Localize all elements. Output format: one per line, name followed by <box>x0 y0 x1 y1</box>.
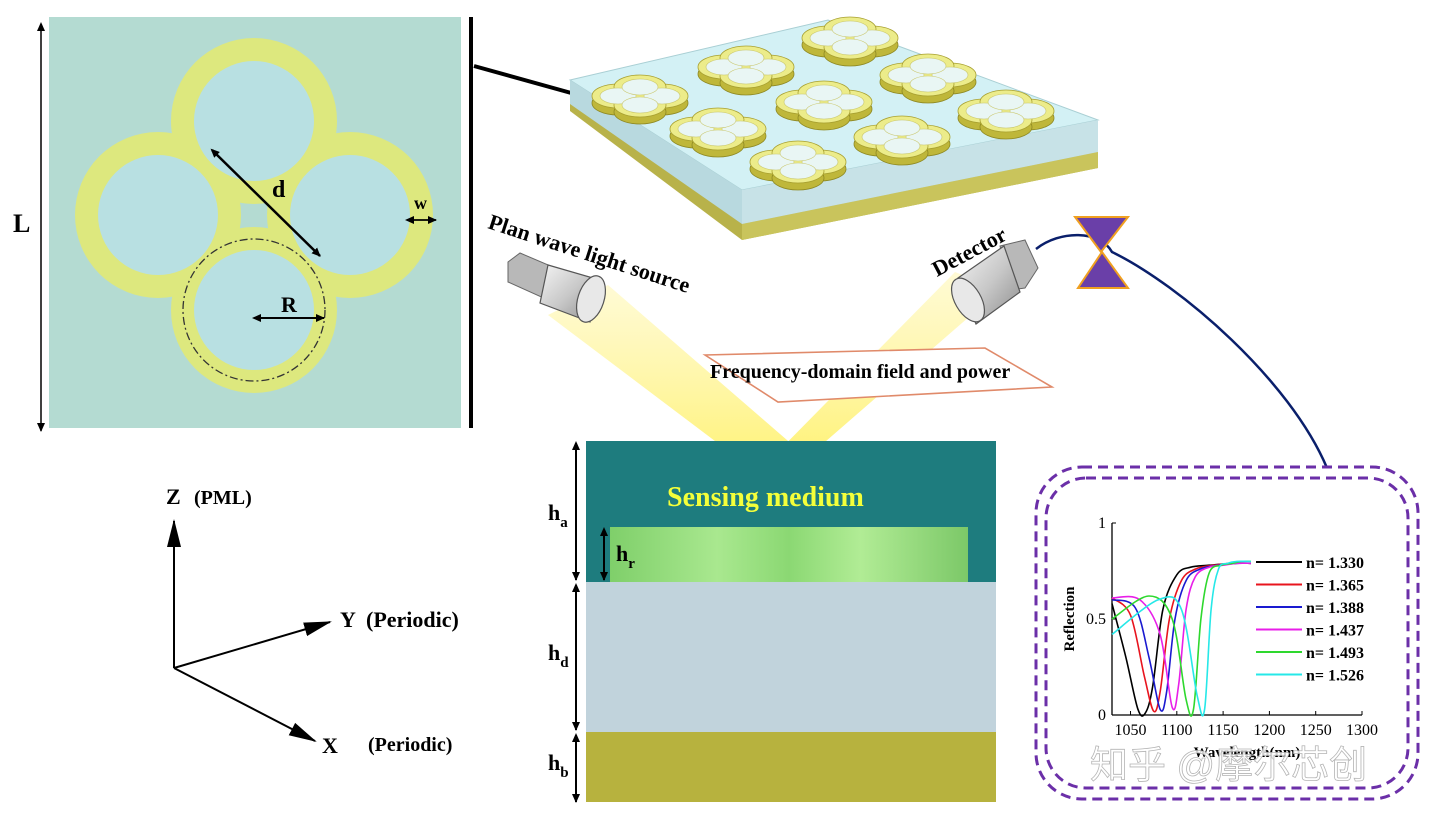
reflection-chart: 1050 1100 1150 1200 1250 1300 0 0.5 1ReflectionW… <box>1062 515 1378 761</box>
monitor-plane <box>702 347 1055 403</box>
y-axis <box>173 621 332 669</box>
array-unit <box>775 80 873 131</box>
series-line <box>1111 560 1251 717</box>
z-axis-label: Z <box>166 484 181 509</box>
label-ha: ha <box>548 500 568 531</box>
z-boundary-label: (PML) <box>194 487 252 509</box>
x-axis-label: X <box>322 733 338 758</box>
chart-xlabel: Wavelength(nm) <box>1194 745 1301 761</box>
radius-dashed-circle <box>182 238 326 382</box>
array-unit <box>801 16 899 67</box>
unit-cell-panel: L d w R <box>13 17 461 432</box>
cable-connector <box>1073 216 1131 289</box>
legend-label: n= 1.330 <box>1306 555 1364 572</box>
y-axis-label: Y <box>340 607 356 632</box>
layer-stack: Sensing medium ha hr hd hb <box>548 441 996 803</box>
x-tick-label: 1300 <box>1346 722 1378 739</box>
x-tick-label: 1250 <box>1300 722 1332 739</box>
x-axis <box>173 667 317 742</box>
light-source <box>507 252 607 323</box>
reflection-chart-panel: 1050 1100 1150 1200 1250 1300 0 0.5 1ReflectionW… <box>1034 465 1420 801</box>
y-tick-label: 0 <box>1098 707 1106 724</box>
array-unit <box>853 115 951 166</box>
array-unit <box>669 107 767 158</box>
label-L: L <box>13 209 30 238</box>
array-units <box>591 16 1055 191</box>
metasurface-array <box>568 16 1100 240</box>
array-unit <box>697 45 795 96</box>
legend-label: n= 1.388 <box>1306 600 1364 617</box>
resonator-layer <box>610 527 968 582</box>
incident-beam <box>548 285 810 475</box>
watermark: 知乎 @摩尔芯创 <box>1090 745 1367 787</box>
label-hb: hb <box>548 750 569 781</box>
dielectric-layer <box>586 582 996 732</box>
legend-label: n= 1.437 <box>1306 623 1364 640</box>
coordinate-axes: Z (PML) Y (Periodic) X (Periodic) <box>166 484 459 758</box>
monitor-label: Frequency-domain field and power <box>710 361 1010 383</box>
series-line <box>1111 560 1251 717</box>
array-unit <box>749 140 847 191</box>
x-tick-label: 1200 <box>1253 722 1285 739</box>
array-unit <box>879 53 977 104</box>
array-unit <box>957 89 1055 140</box>
y-boundary-label: (Periodic) <box>366 607 459 632</box>
y-tick-label: 0.5 <box>1086 611 1106 628</box>
x-tick-label: 1150 <box>1207 722 1238 739</box>
chart-ylabel: Reflection <box>1062 586 1078 652</box>
chart-frame-outer <box>1034 465 1420 801</box>
legend-label: n= 1.526 <box>1306 668 1364 685</box>
source-lens <box>575 275 607 323</box>
x-tick-label: 1100 <box>1161 722 1192 739</box>
label-d: d <box>272 177 286 203</box>
detector-cable <box>1035 233 1329 469</box>
base-layer <box>586 732 996 802</box>
diameter-arrow <box>210 148 321 257</box>
label-hr: hr <box>616 541 635 572</box>
sensing-medium-label: Sensing medium <box>667 482 864 513</box>
x-boundary-label: (Periodic) <box>368 734 452 756</box>
detector-lens <box>950 277 986 323</box>
detector <box>950 239 1039 325</box>
label-hd: hd <box>548 640 569 671</box>
chart-frame-inner <box>1044 476 1410 790</box>
legend-label: n= 1.493 <box>1306 645 1364 662</box>
x-tick-label: 1050 <box>1115 722 1147 739</box>
label-w: w <box>414 193 427 213</box>
array-unit <box>591 74 689 125</box>
y-tick-label: 1 <box>1098 515 1106 532</box>
label-R: R <box>281 292 298 317</box>
legend-label: n= 1.365 <box>1306 578 1364 595</box>
